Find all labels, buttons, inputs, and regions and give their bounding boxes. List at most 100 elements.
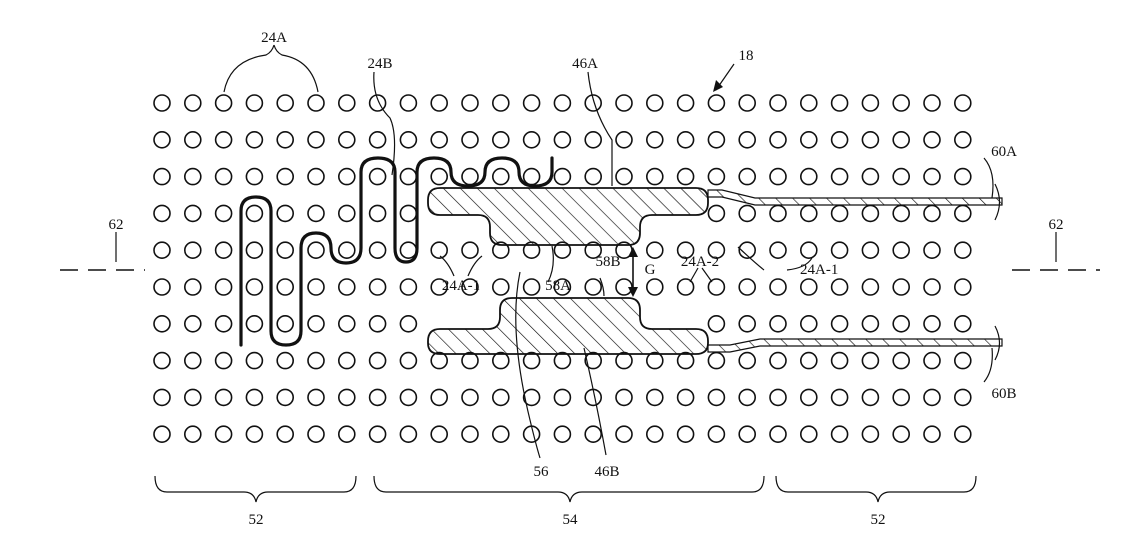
fiber-hole — [184, 167, 202, 186]
fiber-hole — [830, 94, 849, 112]
fiber-hole — [214, 351, 233, 370]
fiber-hole — [645, 278, 664, 296]
fiber-hole — [707, 278, 726, 296]
fiber-hole — [461, 94, 479, 112]
fiber-hole — [769, 204, 787, 223]
fiber-hole — [153, 278, 171, 296]
fiber-hole — [645, 425, 664, 444]
fiber-hole — [491, 351, 510, 370]
fiber-hole — [707, 388, 726, 407]
fiber-hole — [645, 131, 664, 149]
fiber-hole — [707, 204, 726, 223]
fiber-hole — [615, 425, 633, 444]
fiber-hole — [861, 167, 880, 186]
fiber-hole — [214, 314, 233, 333]
fiber-hole — [553, 131, 572, 149]
fiber-hole — [276, 204, 295, 223]
fiber-grid — [153, 94, 972, 444]
label-g: G — [645, 262, 656, 278]
lead-60a — [707, 189, 1003, 206]
fiber-hole — [769, 351, 787, 370]
fiber-hole — [861, 314, 880, 333]
fiber-hole — [923, 278, 941, 296]
fiber-hole — [830, 131, 849, 149]
fiber-hole — [461, 351, 479, 370]
label-52-left: 52 — [249, 512, 264, 528]
fiber-hole — [491, 167, 510, 186]
fiber-hole — [707, 131, 726, 149]
fiber-hole — [769, 278, 787, 296]
fiber-hole — [184, 94, 202, 112]
fiber-hole — [153, 241, 171, 259]
fiber-hole — [430, 351, 449, 370]
fiber-hole — [645, 167, 664, 186]
fiber-hole — [738, 351, 757, 370]
fiber-hole — [892, 241, 911, 259]
fiber-hole — [184, 425, 202, 444]
fiber-hole — [799, 425, 818, 444]
fiber-hole — [337, 278, 356, 296]
fiber-hole — [830, 204, 849, 223]
fiber-hole — [738, 425, 757, 444]
fiber-hole — [861, 351, 880, 370]
fiber-hole — [245, 351, 264, 370]
fiber-hole — [707, 167, 726, 186]
label-54: 54 — [563, 512, 579, 528]
fiber-hole — [276, 278, 295, 296]
fiber-hole — [707, 351, 726, 370]
label-24b: 24B — [367, 56, 392, 72]
fiber-hole — [676, 241, 695, 259]
fiber-hole — [953, 167, 972, 186]
fiber-hole — [799, 388, 818, 407]
fiber-hole — [368, 241, 387, 259]
fiber-hole — [153, 314, 171, 333]
fiber-hole — [184, 278, 202, 296]
fiber-hole — [923, 425, 941, 444]
fiber-hole — [953, 94, 972, 112]
label-56: 56 — [534, 464, 550, 480]
fiber-hole — [923, 314, 941, 333]
fiber-hole — [830, 241, 849, 259]
fiber-hole — [553, 351, 572, 370]
fiber-hole — [830, 425, 849, 444]
fiber-hole — [861, 241, 880, 259]
fiber-hole — [337, 425, 356, 444]
fiber-hole — [307, 351, 325, 370]
fiber-hole — [245, 278, 264, 296]
brace-54 — [373, 475, 765, 503]
fiber-hole — [430, 131, 449, 149]
fiber-hole — [553, 425, 572, 444]
fiber-hole — [923, 241, 941, 259]
fiber-hole — [245, 167, 264, 186]
fiber-hole — [892, 425, 911, 444]
fiber-hole — [861, 278, 880, 296]
fiber-hole — [153, 388, 171, 407]
label-46a: 46A — [572, 56, 598, 72]
fiber-hole — [769, 167, 787, 186]
leader-lines — [115, 44, 1057, 459]
fiber-hole — [799, 204, 818, 223]
fiber-hole — [923, 167, 941, 186]
fiber-hole — [307, 278, 325, 296]
fiber-hole — [491, 388, 510, 407]
fiber-hole — [676, 425, 695, 444]
fiber-hole — [676, 94, 695, 112]
fiber-hole — [307, 314, 325, 333]
fiber-hole — [830, 351, 849, 370]
fiber-hole — [245, 388, 264, 407]
fiber-hole — [923, 204, 941, 223]
fiber-hole — [738, 94, 757, 112]
fiber-hole — [522, 388, 541, 407]
fiber-hole — [615, 131, 633, 149]
fiber-hole — [953, 131, 972, 149]
fiber-hole — [892, 314, 911, 333]
fiber-hole — [799, 314, 818, 333]
fiber-hole — [399, 425, 418, 444]
fiber-hole — [799, 167, 818, 186]
fiber-hole — [676, 351, 695, 370]
fiber-hole — [645, 351, 664, 370]
fiber-hole — [214, 131, 233, 149]
fiber-hole — [676, 388, 695, 407]
fiber-hole — [830, 167, 849, 186]
fiber-hole — [337, 131, 356, 149]
